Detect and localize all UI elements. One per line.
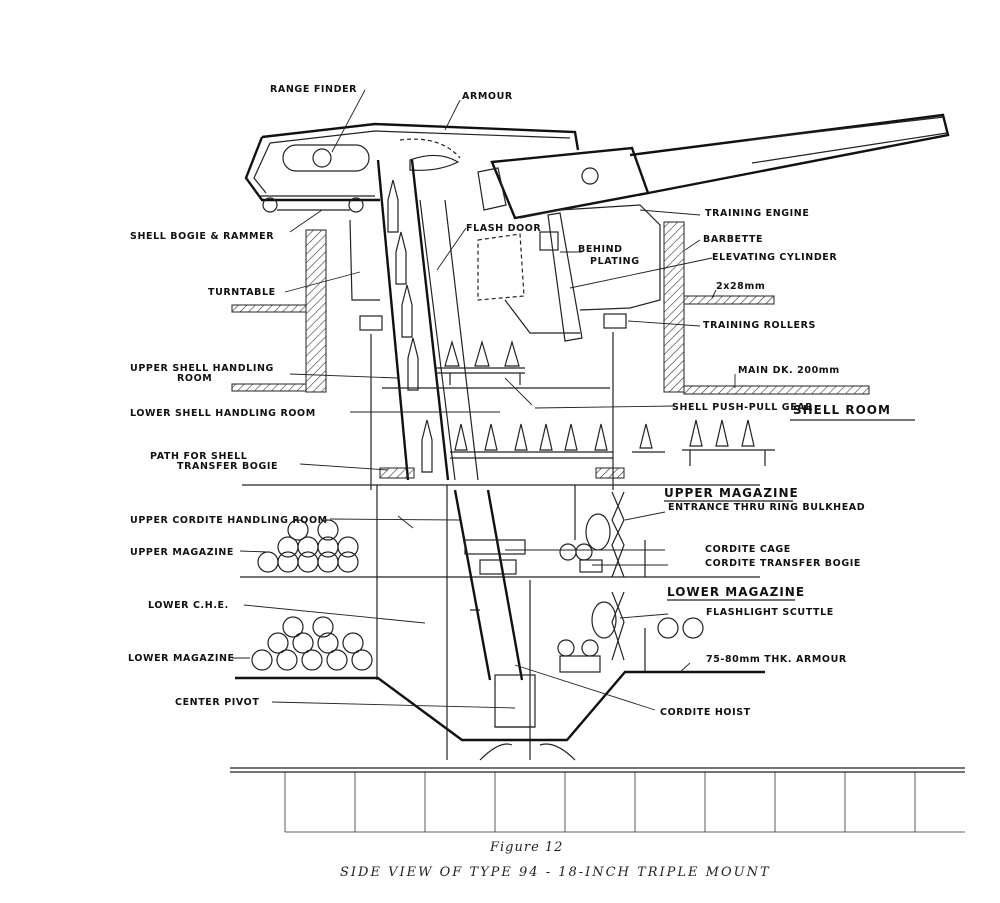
center-pivot-block [494,674,536,728]
gun-breech [490,146,650,220]
armour-roof-inner [269,130,571,144]
range-finder-tube [282,144,370,172]
label-lower-magazine: LOWER MAGAZINE [128,653,235,664]
label-upper-shell-handling-1: UPPER SHELL HANDLING [130,363,274,374]
flash-door-shell [409,154,460,171]
label-cordite-cage: CORDITE CAGE [705,544,791,555]
flash-door-dashed [477,233,525,301]
armour-floor [230,670,965,833]
bogie-wheel-left [262,197,278,213]
deck-2x28 [683,295,775,305]
label-path-shell-2: TRANSFER BOGIE [177,461,278,472]
label-lower-shell-handling: LOWER SHELL HANDLING ROOM [130,408,316,419]
label-training-rollers: TRAINING ROLLERS [703,320,816,331]
label-training-engine: TRAINING ENGINE [705,208,809,219]
label-cordite-transfer: CORDITE TRANSFER BOGIE [705,558,861,569]
label-plating: PLATING [590,256,640,267]
cordite-hoist [453,489,536,728]
breech-block [477,167,507,211]
leader-lines [232,89,736,711]
training-roller-left [359,315,383,331]
elevating-cylinder [547,212,583,342]
label-path-shell-1: PATH FOR SHELL [150,451,247,462]
deck-left-main [231,383,307,392]
label-lower-che: LOWER C.H.E. [148,600,229,611]
caption-title: SIDE VIEW OF TYPE 94 - 18-INCH TRIPLE MO… [340,865,771,880]
label-shell-room: SHELL ROOM [793,403,891,417]
lower-shell-rack [454,423,608,451]
lower-magazine-charges [251,616,704,671]
bogie-wheel-right [348,197,364,213]
label-shell-push-pull: SHELL PUSH-PULL GEAR [672,402,813,413]
labels: RANGE FINDER ARMOUR SHELL BOGIE & RAMMER… [128,84,915,718]
transfer-bogie-path [379,467,415,479]
barbette [231,221,870,490]
barbette-wall-left [305,229,327,393]
label-armour: ARMOUR [462,91,513,102]
label-elevating-cylinder: ELEVATING CYLINDER [712,252,837,263]
trunnion [581,167,599,185]
shell-room-rack [632,419,775,466]
main-deck-200 [683,385,870,395]
label-armour-75-80: 75-80mm THK. ARMOUR [706,654,847,665]
upper-shell-rack [435,339,525,385]
turret-house [244,122,580,301]
label-cordite-hoist: CORDITE HOIST [660,707,751,718]
label-upper-magazine: UPPER MAGAZINE [130,547,234,558]
gun-barrel [629,113,950,197]
label-2x28mm: 2x28mm [716,281,765,292]
figure-caption: Figure 12 SIDE VIEW OF TYPE 94 - 18-INCH… [340,840,771,880]
gun-assembly [399,113,950,342]
label-upper-cordite-room: UPPER CORDITE HANDLING ROOM [130,515,328,526]
label-main-deck: MAIN DK. 200mm [738,365,840,376]
upper-magazine-charges [257,519,359,573]
label-flash-door: FLASH DOOR [466,223,541,234]
label-turntable: TURNTABLE [208,287,276,298]
range-finder-eye [312,148,332,168]
foundation-blocks [284,772,965,833]
cordite-cage [557,491,625,673]
shell-hoist-trunk [376,159,479,481]
label-flashlight-scuttle: FLASHLIGHT SCUTTLE [706,607,834,618]
label-lower-magazine-heading: LOWER MAGAZINE [667,585,805,599]
label-upper-magazine-heading: UPPER MAGAZINE [664,486,799,500]
barbette-wall-right [663,221,685,393]
training-roller-right [603,313,627,329]
label-shell-bogie-rammer: SHELL BOGIE & RAMMER [130,231,274,242]
label-behind: BEHIND [578,244,623,255]
label-barbette: BARBETTE [703,234,763,245]
turret-front-face [244,136,380,202]
flash-door-arc [399,138,461,159]
caption-figure-number: Figure 12 [489,840,563,855]
label-center-pivot: CENTER PIVOT [175,697,259,708]
hoist-shells [387,179,433,473]
armour-roof [261,122,580,151]
deck-left-upper [231,304,307,313]
label-entrance-ring: ENTRANCE THRU RING BULKHEAD [668,502,865,513]
label-upper-shell-handling-2: ROOM [177,373,212,384]
label-range-finder: RANGE FINDER [270,84,357,95]
